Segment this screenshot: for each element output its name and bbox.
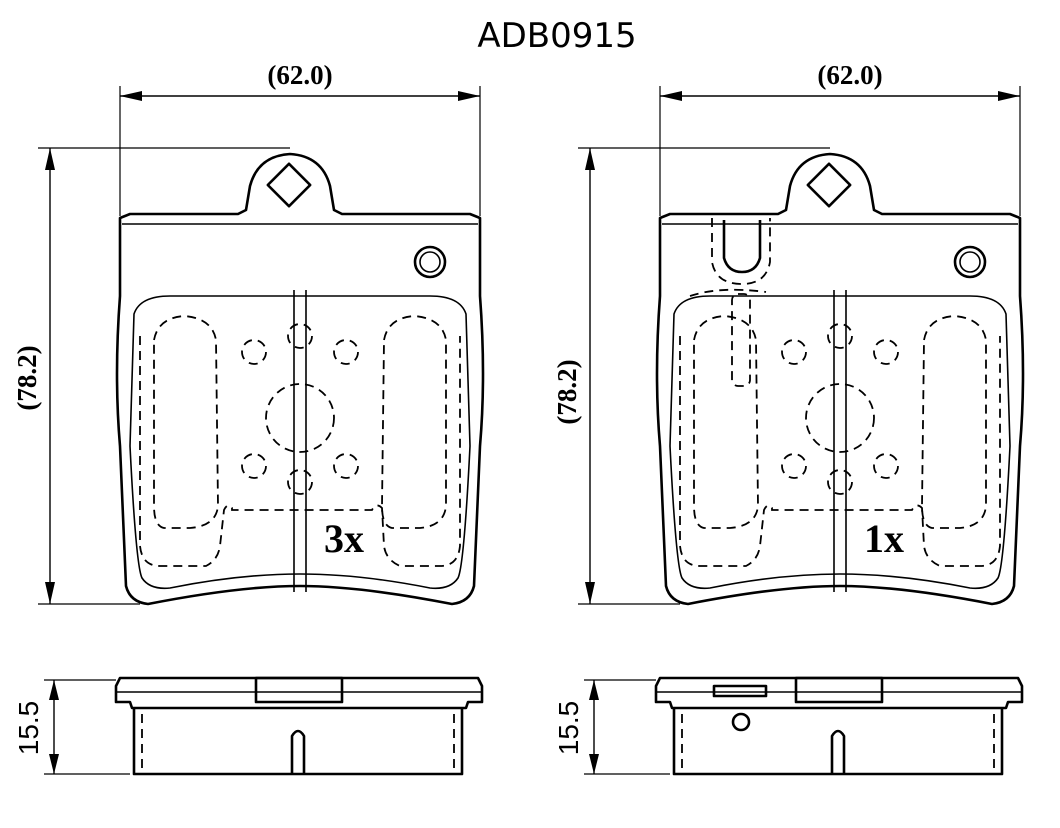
right-pad-side-view xyxy=(654,676,1024,776)
left-pad-front-view xyxy=(115,152,485,606)
left-height-dimension xyxy=(38,147,290,605)
left-pad-side-view xyxy=(114,676,484,776)
right-pad-front-view xyxy=(655,152,1025,606)
right-width-label: (62.0) xyxy=(817,60,882,90)
part-number-title: ADB0915 xyxy=(477,16,636,56)
right-thickness-label: 15.5 xyxy=(553,701,584,756)
left-thickness-dimension xyxy=(44,679,130,775)
left-width-label: (62.0) xyxy=(267,60,332,90)
left-width-dimension xyxy=(119,86,481,216)
right-height-dimension xyxy=(578,147,830,605)
right-height-label: (78.2) xyxy=(552,359,582,424)
left-pad-quantity: 3x xyxy=(324,516,364,561)
right-thickness-dimension xyxy=(584,679,670,775)
left-height-label: (78.2) xyxy=(12,345,42,410)
right-width-dimension xyxy=(659,86,1021,216)
right-pad-quantity: 1x xyxy=(864,516,904,561)
left-thickness-label: 15.5 xyxy=(13,701,44,756)
